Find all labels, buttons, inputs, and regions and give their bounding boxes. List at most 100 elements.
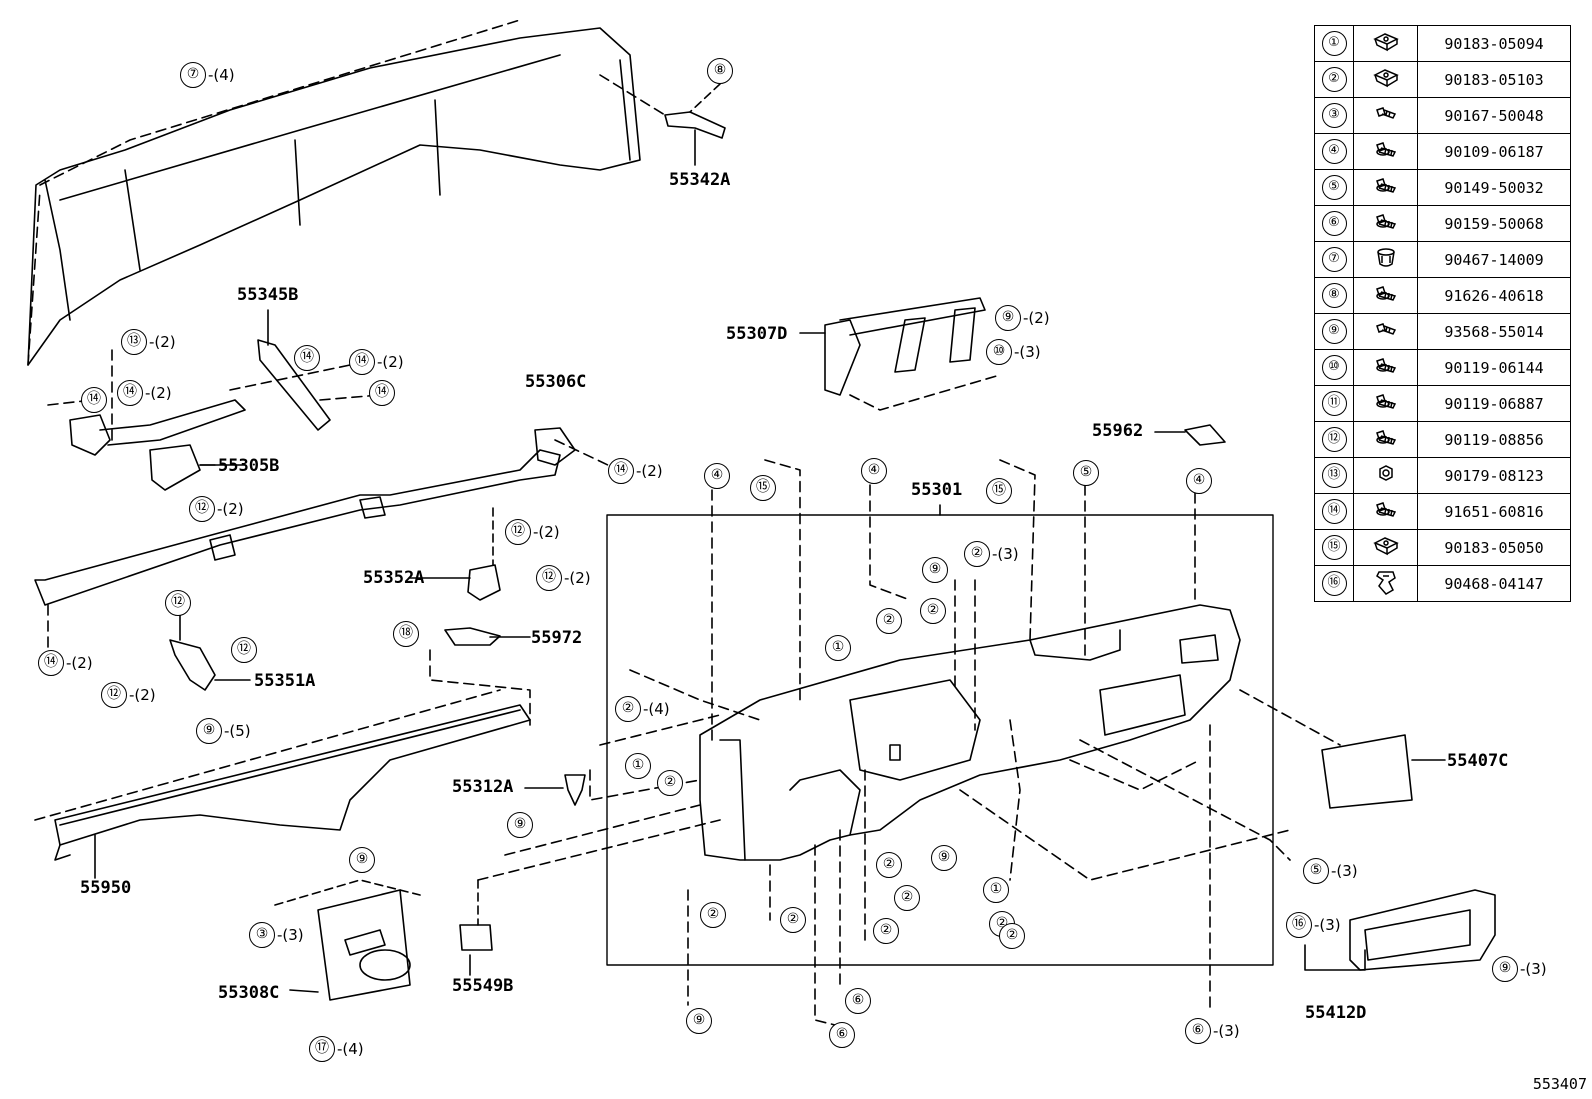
callout-5: ⑤ (1073, 460, 1101, 486)
legend-row: ④ 90109-06187 (1314, 133, 1571, 170)
legend-part-number: 90159-50068 (1417, 205, 1571, 242)
legend-number: ⑨ (1321, 319, 1347, 344)
callout-12: ⑫ (231, 637, 259, 663)
diagram-reference-number: 553407 (1532, 1075, 1587, 1093)
legend-number: ⑩ (1321, 355, 1347, 380)
legend-icon-cell (1353, 205, 1418, 242)
legend-part-number: 90183-05094 (1417, 25, 1571, 62)
callout-12: ⑫ (165, 590, 193, 616)
part-55962-drawing (1184, 424, 1226, 446)
legend-part-number: 90179-08123 (1417, 457, 1571, 494)
legend-number: ⑮ (1321, 535, 1347, 560)
bolt-icon (1371, 501, 1401, 525)
clip-nut-icon (1371, 536, 1401, 561)
part-label-55312a: 55312A (452, 777, 514, 797)
callout-14: ⑭-(2) (38, 650, 93, 676)
callout-2: ② (780, 907, 808, 933)
callout-2: ② (876, 852, 904, 878)
legend-part-number: 90183-05050 (1417, 529, 1571, 566)
legend-icon-cell (1353, 277, 1418, 314)
part-label-55412d: 55412D (1305, 1003, 1367, 1023)
bolt-icon (1371, 177, 1401, 201)
legend-icon-cell (1353, 349, 1418, 386)
callout-1: ① (983, 877, 1011, 903)
legend-number-cell: ① (1314, 25, 1354, 62)
legend-number-cell: ③ (1314, 97, 1354, 134)
part-label-55351a: 55351A (254, 671, 316, 691)
legend-icon-cell (1353, 61, 1418, 98)
legend-number: ⑥ (1321, 211, 1347, 236)
callout-2: ② (876, 608, 904, 634)
legend-number: ⑧ (1321, 283, 1347, 308)
legend-number-cell: ⑥ (1314, 205, 1354, 242)
legend-icon-cell (1353, 457, 1418, 494)
callout-6: ⑥ (829, 1022, 857, 1048)
callout-13: ⑬-(2) (121, 329, 176, 355)
screw-icon (1371, 106, 1401, 129)
callout-14: ⑭ (81, 387, 109, 413)
legend-part-number: 90119-08856 (1417, 421, 1571, 458)
legend-number-cell: ⑮ (1314, 529, 1354, 566)
bolt-icon (1371, 213, 1401, 237)
legend-number: ⑪ (1321, 391, 1347, 416)
legend-icon-cell (1353, 97, 1418, 134)
callout-4: ④ (1186, 468, 1214, 494)
callout-2: ② (999, 923, 1027, 949)
callout-14: ⑭-(2) (608, 458, 663, 484)
legend-number-cell: ⑩ (1314, 349, 1354, 386)
callout-9: ⑨ (931, 845, 959, 871)
callout-16: ⑯-(3) (1286, 912, 1341, 938)
callout-14: ⑭ (294, 345, 322, 371)
legend-icon-cell (1353, 241, 1418, 278)
callout-14: ⑭-(2) (117, 380, 172, 406)
callout-9: ⑨-(3) (1492, 956, 1547, 982)
callout-2: ②-(4) (615, 696, 670, 722)
legend-part-number: 91651-60816 (1417, 493, 1571, 530)
callout-2: ②-(3) (964, 541, 1019, 567)
part-label-55301: 55301 (911, 480, 963, 500)
legend-part-number: 91626-40618 (1417, 277, 1571, 314)
clip-icon (1371, 570, 1401, 600)
part-label-55972: 55972 (531, 628, 583, 648)
legend-number: ② (1321, 67, 1347, 92)
dash-panel-drawing (27, 27, 641, 366)
legend-number: ⑫ (1321, 427, 1347, 452)
legend-icon-cell (1353, 529, 1418, 566)
legend-part-number: 93568-55014 (1417, 313, 1571, 350)
callout-12: ⑫-(2) (189, 496, 244, 522)
callout-9: ⑨ (686, 1008, 714, 1034)
legend-number: ⑤ (1321, 175, 1347, 200)
callout-4: ④ (861, 458, 889, 484)
cover-55950-drawing (54, 704, 531, 861)
legend-number: ⑯ (1321, 571, 1347, 596)
callout-5: ⑤-(3) (1303, 858, 1358, 884)
bracket-55352a-drawing (467, 564, 501, 601)
legend-number-cell: ④ (1314, 133, 1354, 170)
legend-row: ① 90183-05094 (1314, 25, 1571, 62)
part-label-55345b: 55345B (237, 285, 299, 305)
part-label-55962: 55962 (1092, 421, 1144, 441)
bracket-55305b-drawing (69, 399, 246, 491)
glove-door-55407c-drawing (1321, 734, 1413, 809)
legend-icon-cell (1353, 313, 1418, 350)
callout-12: ⑫-(2) (505, 519, 560, 545)
callout-7: ⑦-(4) (180, 62, 235, 88)
legend-part-number: 90119-06887 (1417, 385, 1571, 422)
legend-number-cell: ⑭ (1314, 493, 1354, 530)
part-label-55549b: 55549B (452, 976, 514, 996)
legend-number-cell: ⑤ (1314, 169, 1354, 206)
legend-number-cell: ⑯ (1314, 565, 1354, 602)
legend-number-cell: ⑨ (1314, 313, 1354, 350)
legend-icon-cell (1353, 25, 1418, 62)
reinforcement-55306c-drawing (34, 427, 576, 606)
duct-55972-drawing (444, 627, 501, 646)
legend-row: ⑫ 90119-08856 (1314, 421, 1571, 458)
legend-number: ④ (1321, 139, 1347, 164)
legend-part-number: 90109-06187 (1417, 133, 1571, 170)
dash-panel-outline (27, 19, 666, 366)
legend-number: ⑬ (1321, 463, 1347, 488)
